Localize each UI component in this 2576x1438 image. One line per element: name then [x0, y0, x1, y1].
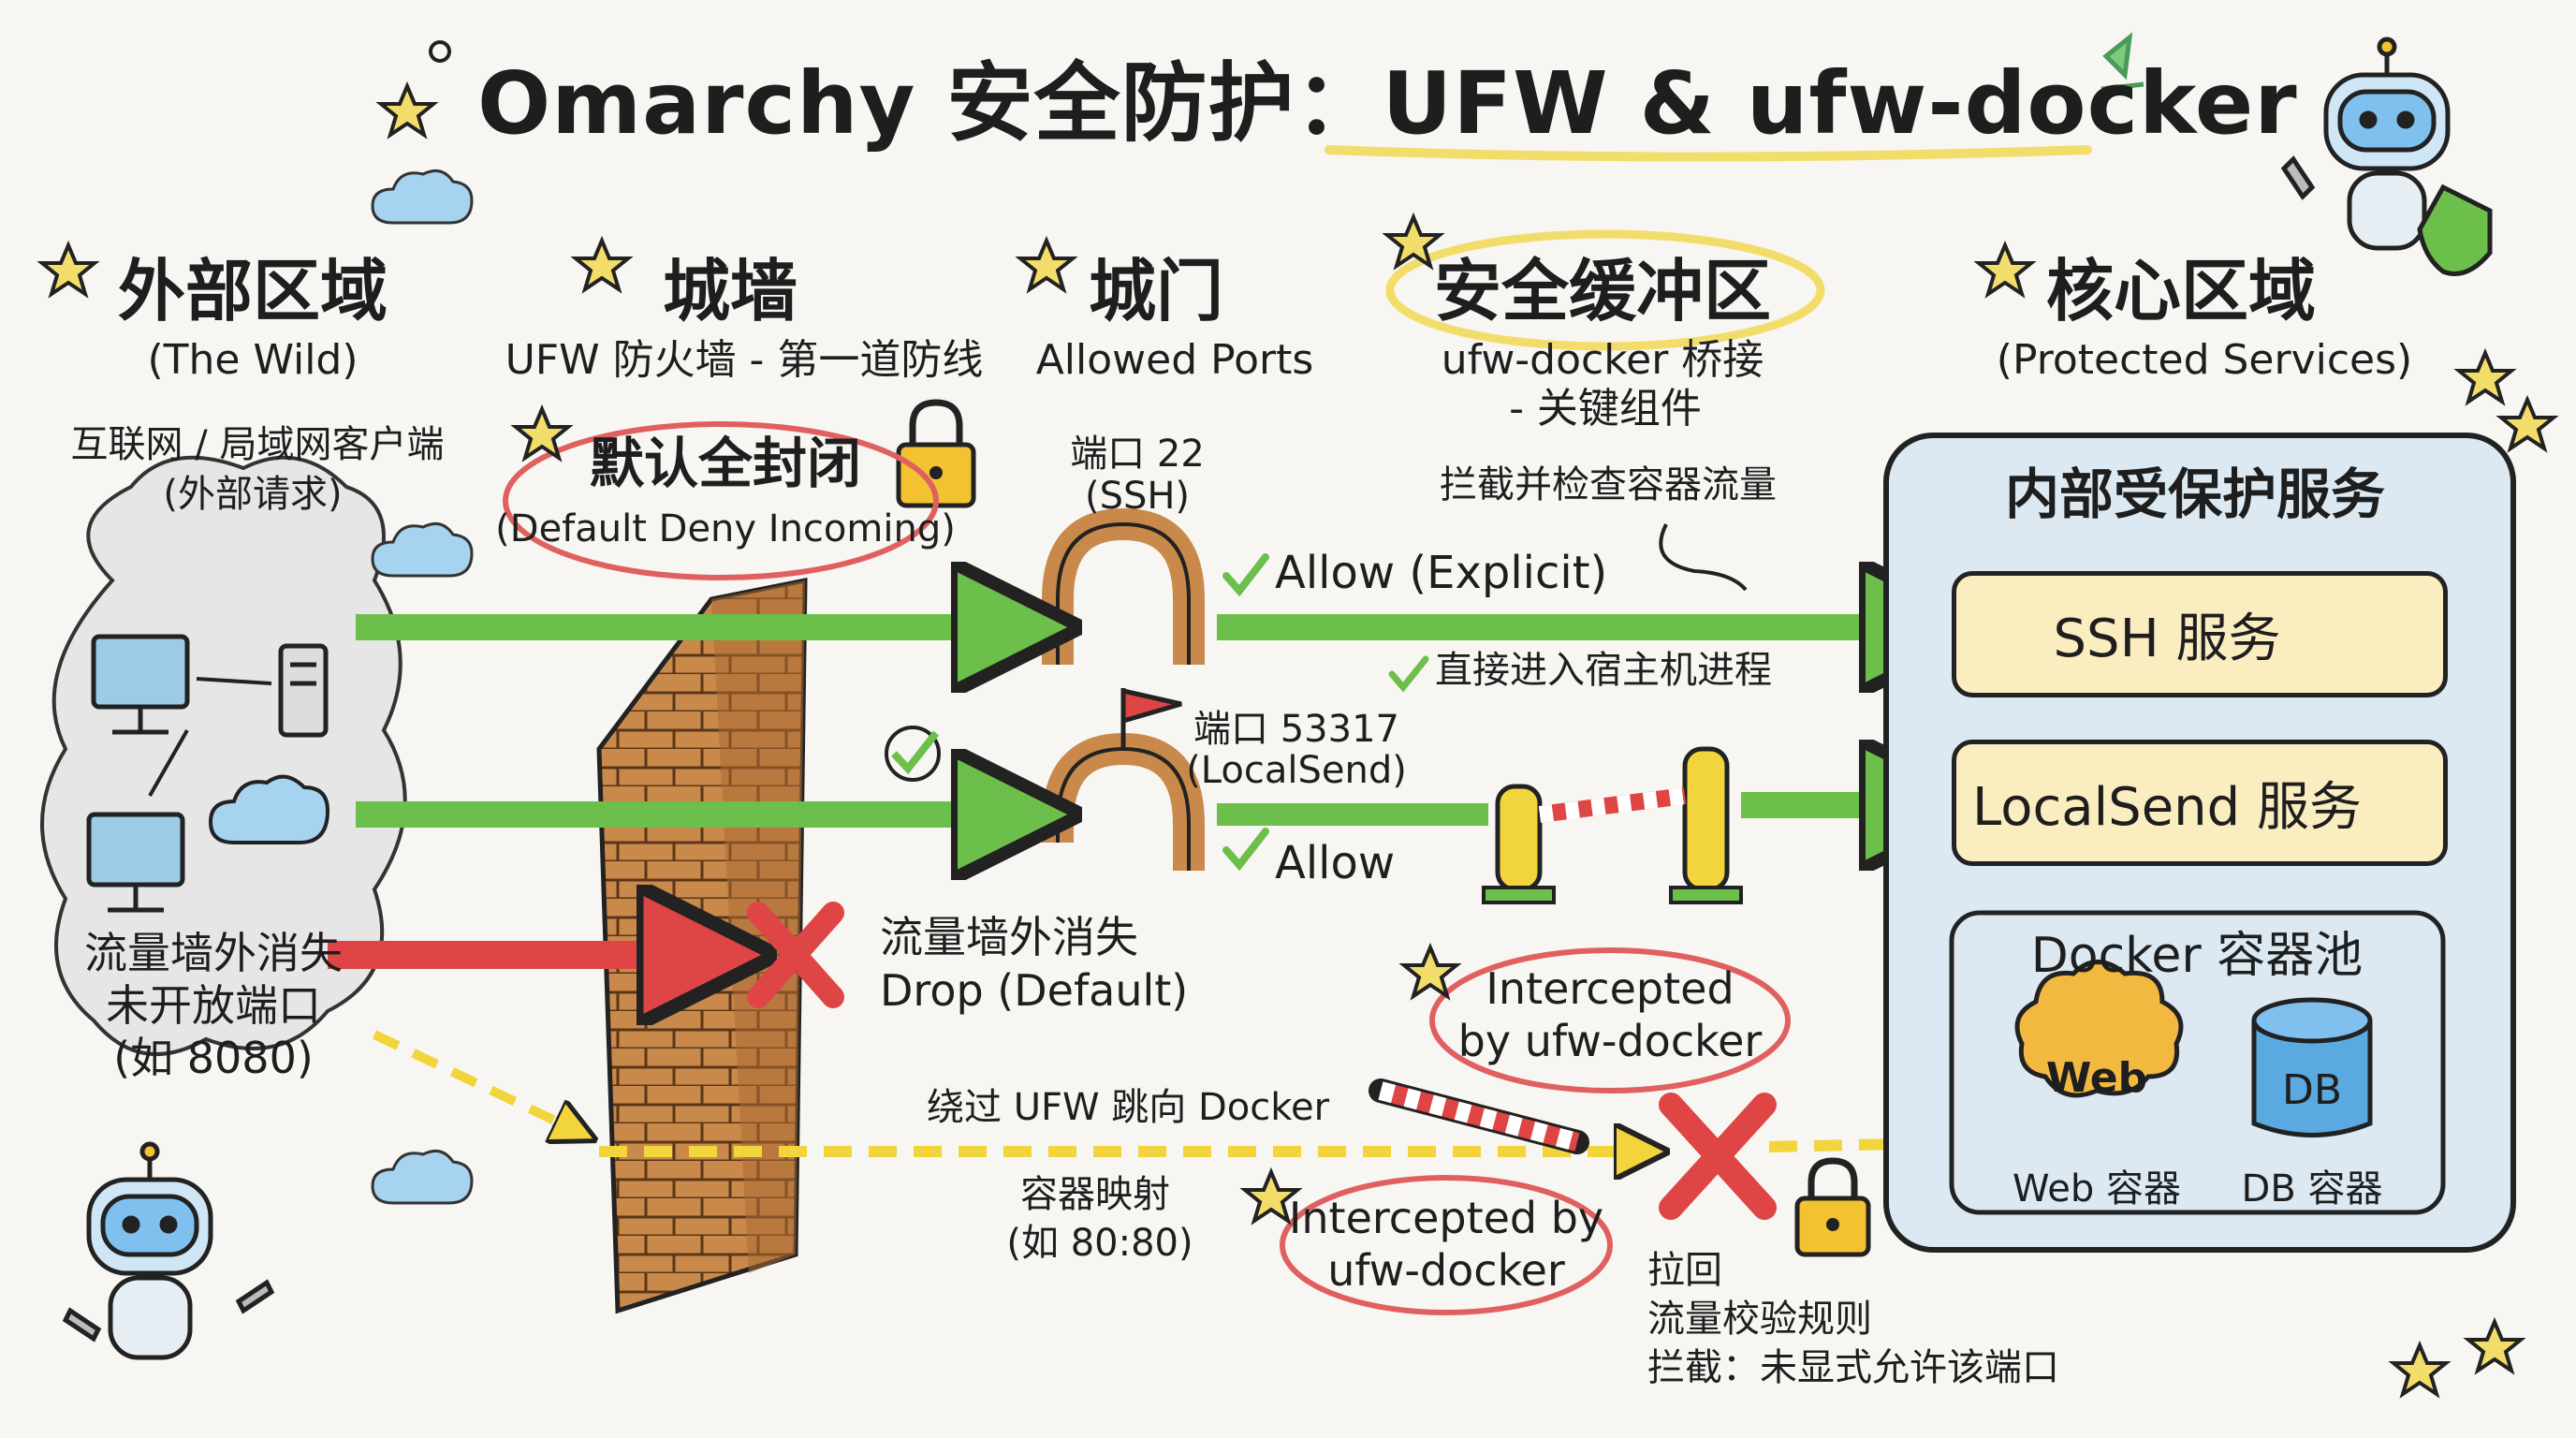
wall-policy: 默认全封闭 [589, 432, 862, 495]
gate-port-ls: 端口 53317 [1193, 708, 1399, 751]
intercepted-b-1: Intercepted by [1288, 1193, 1604, 1243]
deco-dot [429, 40, 451, 63]
external-clients-label: 互联网 / 局域网客户端 [70, 423, 445, 466]
flow-allow-explicit: Allow (Explicit) [1275, 547, 1608, 599]
barrier-bar [1368, 1078, 1589, 1154]
core-panel-title: 内部受保护服务 [2004, 462, 2386, 526]
flow-allow: Allow [1275, 837, 1396, 889]
ssh-service-label: SSH 服务 [2053, 609, 2281, 669]
external-requests-label: (外部请求) [163, 473, 343, 516]
localsend-service-label: LocalSend 服务 [1972, 777, 2362, 838]
wall-policy-en: (Default Deny Incoming) [495, 507, 956, 550]
external-vanish-2: 未开放端口 [106, 980, 321, 1031]
intercept-x-icon [1659, 1093, 1777, 1220]
policy-circle [503, 421, 939, 580]
title-underline [1325, 145, 2092, 162]
external-vanish-3: (如 8080) [113, 1033, 314, 1083]
gate-port-ls-name: (LocalSend) [1186, 749, 1407, 792]
server-icon [278, 643, 329, 738]
check-icon [1222, 553, 1269, 597]
intercept-circle-b [1280, 1175, 1613, 1315]
ssh-service-box: SSH 服务 [1952, 571, 2448, 697]
arrow-bypass-3 [1768, 1142, 1984, 1147]
deco-cloud-icon [371, 521, 474, 578]
flow-bypass: 绕过 UFW 跳向 Docker [926, 1086, 1330, 1129]
pullback-3: 拦截：未显式允许该端口 [1647, 1346, 2059, 1389]
barrier-gate [1482, 746, 1743, 904]
star-icon [40, 81, 2555, 1396]
flow-mapping-1: 容器映射 [1020, 1173, 1170, 1216]
flow-mapping-2: (如 80:80) [1006, 1222, 1193, 1265]
deco-accent [2100, 32, 2144, 92]
robot-mascot-icon [86, 1141, 213, 1360]
intercept-circle-a [1429, 947, 1791, 1093]
pullback-2: 流量校验规则 [1647, 1298, 1872, 1341]
docker-pool-title: Docker 容器池 [2030, 928, 2364, 984]
buffer-highlight [1385, 229, 1825, 351]
buffer-note: 拦截并检查容器流量 [1440, 463, 1777, 506]
computer-icon [86, 634, 190, 913]
drop-x-icon [747, 902, 844, 1008]
column-title-buffer: 安全缓冲区 [1433, 252, 1772, 330]
flow-drop-1: 流量墙外消失 [880, 912, 1138, 962]
wrench-icon [62, 155, 2316, 1343]
db-container-label: DB 容器 [2241, 1167, 2383, 1211]
lock-icon [1794, 1157, 1871, 1257]
check-icon [1222, 828, 1269, 872]
cloud-icon [208, 774, 330, 844]
web-container-label: Web 容器 [2012, 1167, 2181, 1211]
column-title-external: 外部区域 [117, 252, 388, 330]
db-badge-icon [2251, 997, 2373, 1137]
localsend-service-box: LocalSend 服务 [1952, 740, 2448, 866]
external-vanish-1: 流量墙外消失 [84, 928, 343, 978]
curly-arrow [1659, 523, 1748, 592]
external-cloud [40, 455, 407, 1056]
flag-icon [1120, 688, 1182, 749]
check-icon [1388, 655, 1429, 693]
db-badge-label: DB [2281, 1066, 2343, 1114]
circled-check-icon [885, 726, 941, 782]
column-subtitle-gates: Allowed Ports [1035, 336, 1314, 384]
column-subtitle-buffer-2: - 关键组件 [1509, 385, 1702, 433]
gate-port-ssh-name: (SSH) [1084, 475, 1191, 518]
column-title-core: 核心区域 [2045, 252, 2317, 330]
intercepted-a-2: by ufw-docker [1457, 1016, 1763, 1066]
column-title-wall: 城墙 [662, 252, 798, 330]
deco-cloud-icon [371, 1149, 474, 1205]
gate-port-ssh: 端口 22 [1070, 433, 1205, 476]
column-subtitle-core: (Protected Services) [1996, 336, 2413, 384]
flow-direct-host: 直接进入宿主机进程 [1435, 649, 1772, 692]
intercepted-b-2: ufw-docker [1327, 1245, 1565, 1296]
page-title: Omarchy 安全防护：UFW & ufw-docker [477, 53, 2298, 154]
web-badge-icon [2014, 960, 2184, 1098]
flow-drop-2: Drop (Default) [880, 965, 1189, 1016]
arrow-bypass [372, 1030, 580, 1133]
web-badge-label: Web [2045, 1054, 2148, 1102]
lock-icon [896, 399, 976, 508]
pullback-1: 拉回 [1647, 1249, 1722, 1292]
robot-mascot-icon [2323, 37, 2493, 276]
column-subtitle-external: (The Wild) [147, 336, 359, 384]
column-title-gates: 城门 [1088, 252, 1224, 330]
intercepted-a-1: Intercepted [1486, 963, 1734, 1014]
column-subtitle-wall: UFW 防火墙 - 第一道防线 [505, 336, 984, 384]
column-subtitle-buffer: ufw-docker 桥接 [1441, 336, 1764, 384]
deco-cloud-icon [371, 169, 474, 225]
